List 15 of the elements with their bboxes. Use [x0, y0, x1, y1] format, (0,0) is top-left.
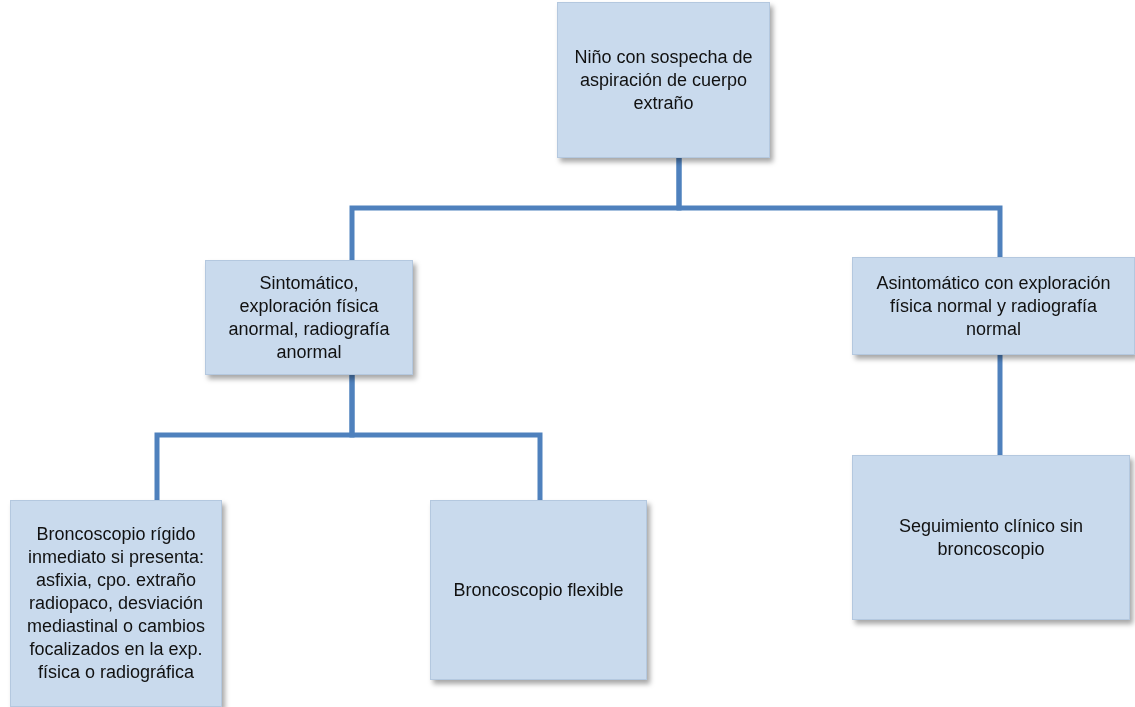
process-box	[430, 500, 647, 680]
box-text: Seguimiento clínico sin broncoscopio	[897, 514, 1085, 561]
box-text: Broncoscopio flexible	[453, 578, 624, 602]
connector-line	[997, 355, 1003, 455]
box-text: Niño con sospecha de aspiración de cuerpo extraño	[573, 45, 754, 115]
process-box	[10, 500, 222, 707]
box-text: Asintomático con exploración física normal y radiografía normal	[875, 271, 1112, 341]
process-box	[557, 2, 770, 158]
process-box	[852, 257, 1135, 355]
process-box	[852, 455, 1130, 620]
box-text: Sintomático, exploración física anormal, radiografía anormal	[227, 271, 391, 364]
process-box	[205, 260, 413, 375]
connector-line	[349, 375, 543, 500]
connector-line	[676, 158, 1003, 257]
box-text: Broncoscopio rígido inmediato si presenta: asfixia, cpo. extraño radiopaco, desviación mediastinal o cambios focalizados en la exp. física o radiográfica	[25, 523, 207, 684]
